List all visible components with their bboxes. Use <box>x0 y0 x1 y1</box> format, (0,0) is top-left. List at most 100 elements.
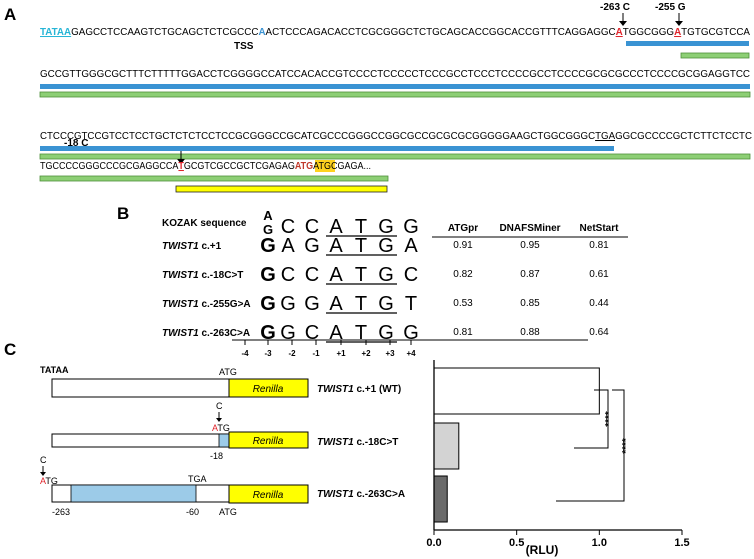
variant-label: TWIST1 c.-255G>A <box>162 299 251 310</box>
score-header-atgpr: ATGpr <box>448 223 478 234</box>
bar <box>433 422 460 470</box>
kozak-base: C <box>281 216 295 238</box>
variant-base: G <box>304 235 320 257</box>
variant-base: A <box>329 322 343 344</box>
tataa-box: TATAA <box>40 27 72 38</box>
arrowhead-263 <box>619 21 627 26</box>
variant-base: C <box>404 264 418 286</box>
atg-label-263-end: ATG <box>219 507 237 517</box>
position-label: +2 <box>361 349 371 358</box>
green-orf-bar-4 <box>39 175 389 182</box>
sig-bracket-1 <box>574 389 609 449</box>
seq-line-4: TGCCCCGGGCCCGCGAGGCCATGCGTCGCCGCTCGAGAGA… <box>40 161 371 172</box>
kozak-base: G <box>378 216 394 238</box>
score-value: 0.87 <box>520 269 540 280</box>
position-label: +3 <box>385 349 395 358</box>
renilla-box <box>228 431 309 449</box>
mutation-255: A <box>674 27 682 38</box>
score-value: 0.64 <box>589 327 609 338</box>
kozak-base: T <box>355 216 367 238</box>
variant-base: T <box>405 293 417 315</box>
variant-base: A <box>329 235 343 257</box>
bar <box>433 475 448 523</box>
seq-line-1: TATAAGAGCCTCCAAGTCTGCAGCTCTCGCCCAACTCCCA… <box>40 27 750 38</box>
renilla-box <box>228 378 309 398</box>
atg-label-18: ATG <box>212 423 230 433</box>
kozak-label: KOZAK sequence <box>162 218 247 229</box>
tataa-label: TATAA <box>40 365 69 375</box>
score-value: 0.85 <box>520 298 540 309</box>
orf-box-263 <box>70 484 197 503</box>
sig-bracket-2 <box>556 389 625 502</box>
mutation-263: A <box>616 27 624 38</box>
score-value: 0.61 <box>589 269 609 280</box>
arrowhead-c-263 <box>40 472 46 476</box>
score-value: 0.82 <box>453 269 473 280</box>
variant-base: G <box>280 293 296 315</box>
arrowhead-18 <box>177 159 185 164</box>
score-header-dnafsminer: DNAFSMiner <box>499 223 560 234</box>
position-labels: -4-3-2-1+1+2+3+4 <box>241 340 416 358</box>
variant-base: T <box>355 322 367 344</box>
arrowhead-255 <box>675 21 683 26</box>
x-tick-label: 0.5 <box>509 537 524 549</box>
variant-base: G <box>260 293 276 315</box>
blue-orf-bar-1 <box>626 41 749 46</box>
score-value: 0.95 <box>520 240 540 251</box>
variant-label: TWIST1 c.+1 <box>162 241 222 252</box>
tga-stop: TGA <box>595 131 615 142</box>
arrowhead-c-18 <box>216 418 222 422</box>
atg-label-wt: ATG <box>219 367 237 377</box>
mut-263-label: -263 C <box>600 2 630 13</box>
variant-base: C <box>281 264 295 286</box>
utr-box-wt <box>51 378 230 398</box>
variant-base: G <box>260 322 276 344</box>
score-value: 0.81 <box>589 240 609 251</box>
variant-base: A <box>404 235 418 257</box>
score-value: 0.81 <box>453 327 473 338</box>
tss-label: TSS <box>234 41 254 52</box>
construct-label: TWIST1 c.-263C>A <box>317 489 405 500</box>
renilla-label: Renilla <box>253 384 284 395</box>
kozak-base: C <box>305 216 319 238</box>
kozak-base: G <box>403 216 419 238</box>
panel-c-label: C <box>4 340 16 359</box>
seq-line-2: GCCGTTGGGCGCTTTCTTTTTGGACCTCGGGGCCATCCAC… <box>40 69 750 80</box>
green-orf-bar-2 <box>39 91 751 98</box>
panel-a-label: A <box>4 5 16 24</box>
variant-base: C <box>305 322 319 344</box>
variant-base: T <box>355 293 367 315</box>
position-label: -2 <box>288 349 296 358</box>
position-label: -3 <box>264 349 272 358</box>
tss-base: A <box>258 27 266 38</box>
utr-box-18 <box>51 433 230 448</box>
kozak-base: A <box>329 216 343 238</box>
position-label: +1 <box>336 349 346 358</box>
variant-base: G <box>260 264 276 286</box>
variant-base: T <box>355 235 367 257</box>
variant-label: TWIST1 c.-263C>A <box>162 328 250 339</box>
variant-base: G <box>403 322 419 344</box>
atg-label-263: ATG <box>40 476 58 486</box>
mutation-18: T <box>178 161 184 172</box>
variant-base: G <box>260 235 276 257</box>
variant-base: A <box>329 264 343 286</box>
position-label: +4 <box>406 349 416 358</box>
green-orf-bar-1 <box>680 52 750 59</box>
renilla-label: Renilla <box>253 490 284 501</box>
pos-18: -18 <box>210 451 223 461</box>
variant-base: G <box>304 293 320 315</box>
green-orf-bar-3 <box>39 153 751 160</box>
pos-60: -60 <box>186 507 199 517</box>
mut-255-label: -255 G <box>655 2 686 13</box>
yellow-orf-bar <box>175 185 388 193</box>
sig-label-1: **** <box>604 411 615 427</box>
variant-base: A <box>281 235 295 257</box>
variant-base: G <box>280 322 296 344</box>
